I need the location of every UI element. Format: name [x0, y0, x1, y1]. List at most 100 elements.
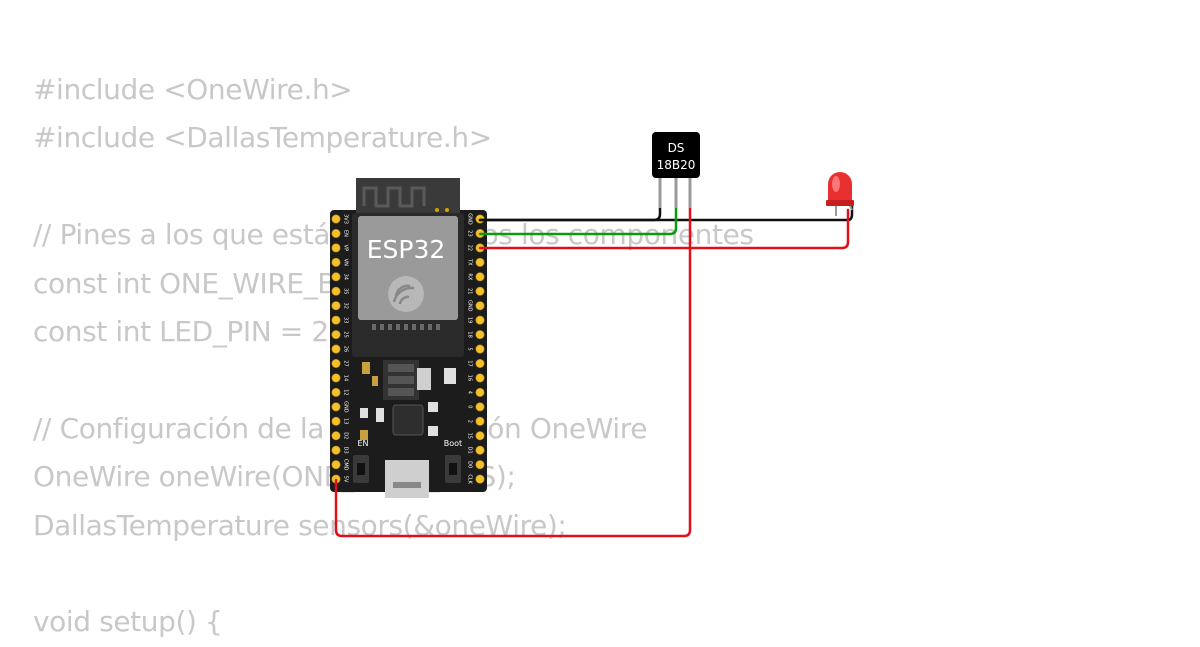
right-pin-label: 15 — [466, 433, 472, 439]
module-shield — [358, 216, 458, 320]
right-pin-label: 5 — [466, 347, 472, 350]
left-pin-3v3[interactable] — [331, 214, 341, 224]
right-pin-label: 4 — [466, 391, 472, 394]
wires — [334, 178, 854, 538]
right-pin-label: GND — [466, 213, 472, 225]
right-pin-label: 23 — [466, 230, 472, 236]
left-pin-label: 14 — [342, 375, 348, 381]
left-pin-vp[interactable] — [331, 243, 341, 253]
right-pin-label: 2 — [466, 420, 472, 423]
right-pin-label: 21 — [466, 288, 472, 294]
right-pin-label: 16 — [466, 375, 472, 381]
ds18b20-sensor[interactable]: DS 18B20 — [652, 132, 700, 208]
right-pin-label: RX — [466, 273, 472, 280]
led-dome — [828, 172, 852, 204]
right-pin-15[interactable] — [475, 431, 485, 441]
left-pin-33[interactable] — [331, 315, 341, 325]
code-line: #include <DallasTemperature.h> — [33, 121, 492, 155]
left-pin-label: VP — [342, 245, 348, 251]
left-pin-13[interactable] — [331, 416, 341, 426]
antenna-trace-icon — [362, 186, 426, 208]
right-pin-0[interactable] — [475, 402, 485, 412]
espressif-logo-icon — [388, 276, 424, 312]
right-pin-2[interactable] — [475, 416, 485, 426]
right-pin-gnd[interactable] — [475, 301, 485, 311]
left-pin-label: 33 — [342, 317, 348, 323]
left-pin-gnd[interactable] — [331, 402, 341, 412]
left-pin-32[interactable] — [331, 301, 341, 311]
led-cathode-wire[interactable] — [478, 198, 854, 222]
left-pin-label: EN — [342, 230, 348, 237]
right-pin-label: D0 — [466, 461, 472, 468]
right-pin-label: CLK — [466, 474, 472, 484]
right-pin-21[interactable] — [475, 286, 485, 296]
right-pin-5[interactable] — [475, 344, 485, 354]
left-pin-en[interactable] — [331, 228, 341, 238]
left-pin-label: GND — [342, 401, 348, 413]
left-pin-label: VN — [342, 259, 348, 266]
sensor-label-bottom: 18B20 — [657, 158, 696, 172]
left-pin-label: 27 — [342, 360, 348, 366]
left-pin-label: 35 — [342, 288, 348, 294]
left-pin-cmd[interactable] — [331, 460, 341, 470]
gnd-wire[interactable] — [478, 178, 662, 222]
right-pin-tx[interactable] — [475, 257, 485, 267]
left-pin-26[interactable] — [331, 344, 341, 354]
left-pin-label: D3 — [342, 447, 348, 454]
right-pin-label: D1 — [466, 447, 472, 454]
right-pin-label: 22 — [466, 245, 472, 251]
right-pin-17[interactable] — [475, 358, 485, 368]
left-pin-label: 12 — [342, 389, 348, 395]
right-pin-label: GND — [466, 300, 472, 312]
left-pin-27[interactable] — [331, 358, 341, 368]
module-pads — [372, 324, 440, 330]
left-pin-25[interactable] — [331, 330, 341, 340]
right-pin-4[interactable] — [475, 387, 485, 397]
right-pin-16[interactable] — [475, 373, 485, 383]
right-pin-label: 17 — [466, 360, 472, 366]
left-pin-12[interactable] — [331, 387, 341, 397]
left-pin-35[interactable] — [331, 286, 341, 296]
right-pin-label: 0 — [466, 405, 472, 408]
left-pin-label: 5V — [342, 476, 348, 483]
micro-usb-port[interactable] — [385, 460, 429, 498]
diode — [417, 368, 431, 390]
right-pin-19[interactable] — [475, 315, 485, 325]
usb-chip — [392, 404, 424, 436]
vcc-wire[interactable] — [334, 178, 692, 538]
boot-button-label: Boot — [444, 439, 462, 448]
code-line: const int LED_PIN = 2; — [33, 314, 338, 348]
left-pin-d2[interactable] — [331, 431, 341, 441]
antenna-area — [356, 178, 460, 218]
left-pin-14[interactable] — [331, 373, 341, 383]
left-pin-34[interactable] — [331, 272, 341, 282]
left-pin-label: 13 — [342, 418, 348, 424]
left-pin-label: D2 — [342, 432, 348, 439]
left-pin-label: 32 — [342, 303, 348, 309]
red-led[interactable] — [826, 172, 854, 216]
right-pin-rx[interactable] — [475, 272, 485, 282]
data-wire[interactable] — [478, 178, 678, 236]
circuit-diagram: ESP32 EN Boot 3V3ENVPVN34353233252627141… — [330, 132, 854, 538]
right-pin-label: 19 — [466, 317, 472, 323]
sensor-body — [652, 132, 700, 178]
left-pin-label: 3V3 — [342, 214, 348, 224]
right-pin-label: TX — [466, 258, 472, 266]
esp32-board[interactable]: ESP32 EN Boot 3V3ENVPVN34353233252627141… — [330, 178, 487, 498]
led-anode-wire[interactable] — [478, 208, 850, 250]
right-pin-18[interactable] — [475, 330, 485, 340]
left-pin-vn[interactable] — [331, 257, 341, 267]
right-pin-d1[interactable] — [475, 445, 485, 455]
left-pin-label: 26 — [342, 346, 348, 352]
right-pin-label: 18 — [466, 331, 472, 337]
en-button-label: EN — [357, 439, 368, 448]
left-pin-label: 25 — [342, 331, 348, 337]
board-label: ESP32 — [367, 235, 446, 264]
right-pin-d0[interactable] — [475, 460, 485, 470]
code-line: #include <OneWire.h> — [33, 73, 353, 106]
left-pin-label: CMD — [342, 459, 348, 471]
right-pin-clk[interactable] — [475, 474, 485, 484]
left-pin-label: 34 — [342, 274, 348, 280]
left-pin-d3[interactable] — [331, 445, 341, 455]
